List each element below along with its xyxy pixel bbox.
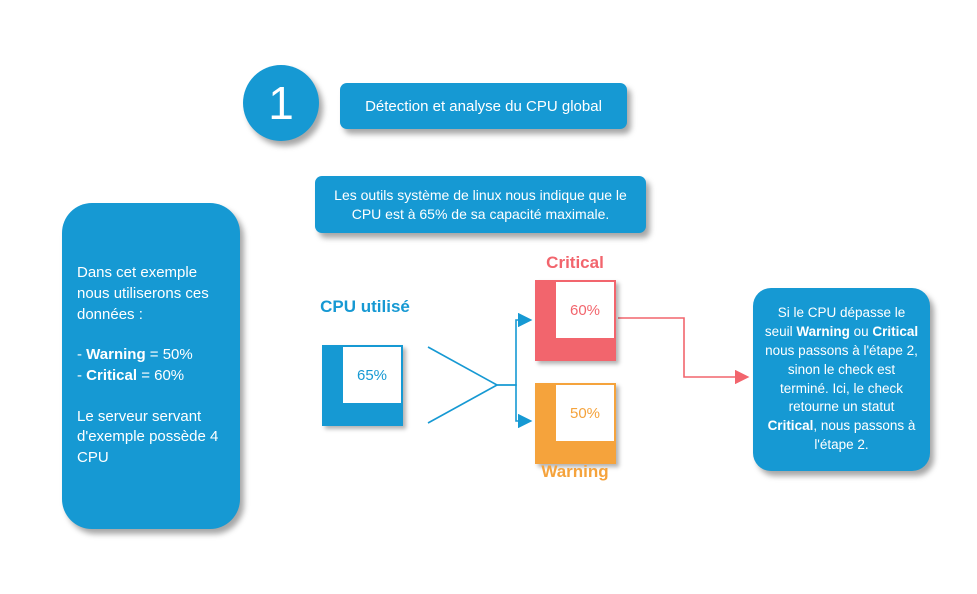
threshold-lines: - Warning = 50% - Critical = 60% [77, 345, 225, 386]
split-line-bottom [427, 384, 498, 424]
warning-label: Warning [541, 462, 609, 481]
critical-threshold-line: - Critical = 60% [77, 367, 185, 384]
system-note-text: Les outils système de linux nous indique… [334, 187, 627, 222]
critical-threshold-shape: 60% [535, 280, 616, 361]
step-number-badge: 1 [243, 65, 319, 141]
warning-threshold-line: - Warning = 50% [77, 346, 193, 364]
step-title: Détection et analyse du CPU global [365, 97, 602, 115]
branch-line-warning [497, 384, 533, 429]
system-note-box: Les outils système de linux nous indique… [315, 176, 646, 233]
critical-threshold-value: 60% [554, 280, 616, 340]
warning-threshold-value: 50% [554, 383, 616, 443]
warning-threshold-shape: 50% [535, 383, 616, 464]
step-title-box: Détection et analyse du CPU global [340, 83, 627, 129]
branch-line-critical [497, 312, 533, 386]
conclusion-text: Si le CPU dépasse le seuil Warning ou Cr… [764, 304, 919, 453]
example-intro: Dans cet exemple nous utiliserons ces do… [77, 264, 209, 323]
critical-label: Critical [546, 253, 604, 272]
example-data-panel: Dans cet exemple nous utiliserons ces do… [62, 203, 240, 529]
cpu-usage-shape: 65% [322, 345, 403, 426]
step-number: 1 [268, 77, 294, 129]
critical-flow-line [618, 317, 750, 385]
example-outro: Le serveur servant d'exemple possède 4 C… [77, 407, 219, 467]
cpu-used-label: CPU utilisé [320, 297, 410, 316]
conclusion-panel: Si le CPU dépasse le seuil Warning ou Cr… [753, 288, 930, 471]
cpu-usage-value: 65% [341, 345, 403, 405]
split-line-top [427, 346, 498, 386]
